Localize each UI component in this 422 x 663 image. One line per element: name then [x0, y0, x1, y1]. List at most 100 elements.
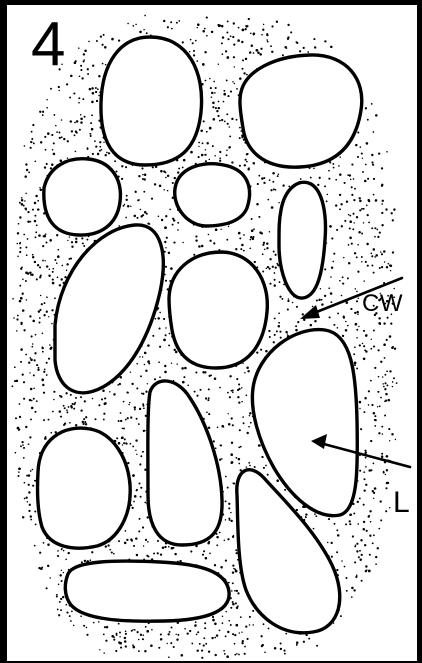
stipple-dot [351, 164, 353, 166]
stipple-dot [227, 538, 229, 540]
stipple-dot [23, 205, 25, 207]
stipple-dot [252, 624, 254, 626]
stipple-dot [23, 447, 25, 449]
stipple-dot [19, 216, 21, 218]
stipple-dot [375, 556, 377, 558]
stipple-dot [263, 623, 265, 625]
stipple-dot [378, 528, 380, 530]
stipple-dot [182, 381, 185, 384]
stipple-dot [178, 20, 180, 22]
stipple-dot [119, 631, 121, 633]
stipple-dot [52, 149, 54, 151]
stipple-dot [274, 272, 276, 274]
stipple-dot [159, 312, 160, 313]
stipple-dot [104, 626, 106, 628]
stipple-dot [78, 102, 80, 104]
stipple-dot [101, 149, 103, 151]
stipple-dot [135, 439, 137, 441]
stipple-dot [260, 349, 262, 351]
stipple-dot [143, 178, 145, 180]
stipple-dot [124, 438, 126, 440]
stipple-dot [50, 432, 52, 434]
stipple-dot [252, 238, 254, 240]
stipple-dot [92, 153, 94, 155]
stipple-dot [355, 323, 358, 326]
stipple-dot [328, 178, 330, 180]
stipple-dot [70, 258, 72, 260]
stipple-dot [18, 223, 20, 225]
stipple-dot [140, 215, 142, 217]
stipple-dot [143, 407, 145, 409]
stipple-dot [236, 457, 238, 459]
stipple-dot [232, 36, 234, 38]
stipple-dot [207, 142, 209, 144]
stipple-dot [353, 222, 354, 223]
stipple-dot [204, 51, 206, 53]
stipple-dot [31, 407, 34, 410]
stipple-dot [195, 239, 197, 241]
stipple-dot [205, 643, 207, 645]
stipple-dot [190, 39, 191, 40]
stipple-dot [344, 182, 346, 184]
stipple-dot [118, 442, 121, 445]
stipple-dot [83, 245, 85, 247]
stipple-dot [363, 345, 365, 347]
stipple-dot [67, 240, 68, 241]
stipple-dot [314, 513, 315, 514]
stipple-dot [233, 483, 235, 485]
stipple-dot [19, 416, 21, 418]
stipple-dot [40, 567, 43, 570]
stipple-dot [342, 335, 344, 337]
stipple-dot [124, 542, 127, 545]
stipple-dot [142, 174, 144, 176]
stipple-dot [48, 275, 50, 277]
stipple-dot [143, 191, 145, 193]
stipple-dot [212, 145, 214, 147]
stipple-dot [23, 329, 25, 331]
stipple-dot [364, 489, 366, 491]
stipple-dot [356, 550, 358, 552]
stipple-dot [215, 228, 218, 231]
stipple-dot [219, 387, 221, 389]
stipple-dot [231, 461, 234, 464]
stipple-dot [281, 298, 283, 300]
stipple-dot [167, 643, 168, 644]
stipple-dot [364, 411, 366, 413]
stipple-dot [118, 420, 120, 422]
stipple-dot [343, 316, 345, 318]
stipple-dot [209, 240, 211, 242]
stipple-dot [32, 209, 34, 211]
stipple-dot [22, 444, 24, 446]
stipple-dot [233, 56, 235, 58]
stipple-dot [170, 21, 172, 23]
stipple-dot [38, 234, 40, 236]
stipple-dot [261, 232, 263, 234]
stipple-dot [392, 381, 393, 382]
stipple-dot [259, 444, 261, 446]
stipple-dot [217, 427, 219, 429]
stipple-dot [138, 530, 140, 532]
stipple-dot [157, 553, 159, 555]
stipple-dot [30, 147, 32, 149]
stipple-dot [329, 225, 332, 228]
stipple-dot [35, 334, 37, 336]
stipple-dot [113, 393, 115, 395]
stipple-dot [203, 550, 205, 552]
stipple-dot [201, 245, 204, 248]
stipple-dot [26, 475, 28, 477]
stipple-dot [269, 179, 271, 181]
stipple-dot [145, 626, 147, 628]
stipple-dot [340, 615, 342, 617]
stipple-dot [221, 42, 223, 44]
stipple-dot [144, 15, 146, 17]
stipple-dot [355, 288, 357, 290]
stipple-dot [386, 482, 389, 485]
stipple-dot [51, 134, 53, 136]
stipple-dot [212, 102, 215, 105]
stipple-dot [178, 168, 180, 170]
stipple-dot [42, 384, 44, 386]
stipple-dot [126, 195, 128, 197]
stipple-dot [227, 487, 229, 489]
stipple-dot [287, 309, 289, 311]
stipple-dot [61, 265, 63, 267]
